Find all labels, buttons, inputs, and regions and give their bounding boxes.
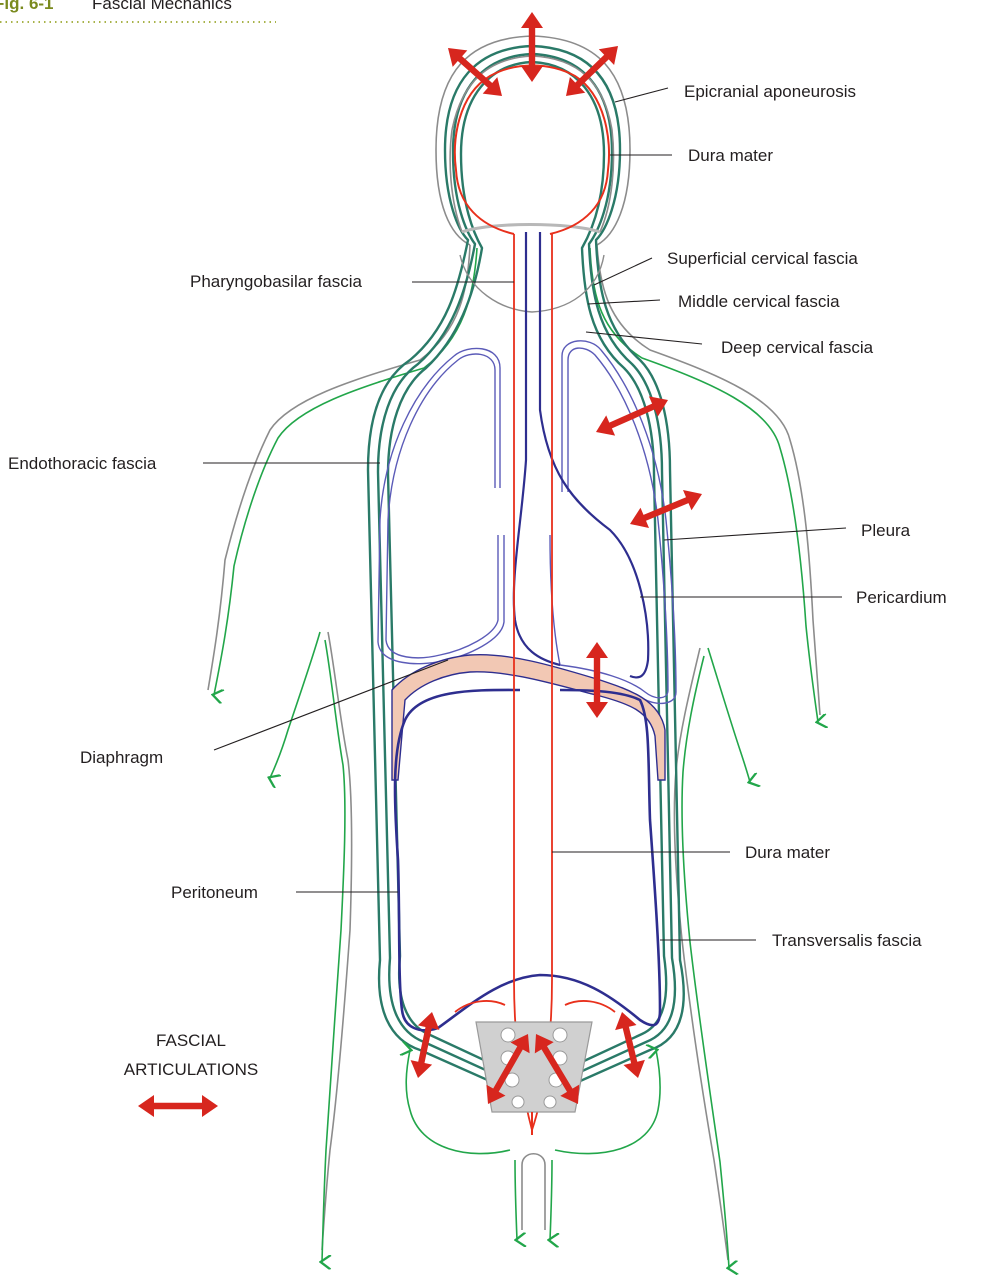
legend: FASCIAL ARTICULATIONS — [124, 1031, 258, 1117]
dura-left-line — [514, 234, 532, 1130]
skull-base-band — [462, 225, 600, 233]
outer-grey-right — [597, 245, 820, 715]
left-arm-green-b — [322, 640, 345, 1262]
mediastinal-tube-right — [540, 232, 648, 677]
mediastinal-tube-left — [514, 232, 560, 665]
foramen — [553, 1028, 567, 1042]
articulation-double-arrow — [411, 1012, 440, 1078]
envelope-middle — [378, 54, 675, 1082]
fascial-envelope — [368, 46, 684, 1090]
foramen — [501, 1028, 515, 1042]
figure-title: Fascial Mechanics — [92, 0, 232, 13]
diaphragm-band — [392, 655, 665, 780]
diaphragm-group — [392, 655, 665, 780]
left-arm-green-a — [270, 632, 320, 778]
label-diaphragm: Diaphragm — [80, 748, 163, 767]
label-pericardium: Pericardium — [856, 588, 947, 607]
label-transversalis-fascia: Transversalis fascia — [772, 931, 922, 950]
leg-inner-right — [550, 1160, 552, 1240]
pericardium-group — [514, 232, 648, 677]
foramen — [512, 1096, 524, 1108]
leg-inner-left — [515, 1160, 517, 1240]
right-arm-green-b — [682, 656, 729, 1268]
figure-heading: Fig. 6-1 Fascial Mechanics — [0, 0, 276, 22]
leader-pleura — [664, 528, 846, 540]
right-arm-green-a — [708, 648, 750, 782]
label-pharyngobasilar-fascia: Pharyngobasilar fascia — [190, 272, 363, 291]
label-superficial-cervical-fascia: Superficial cervical fascia — [667, 249, 858, 268]
sacral-nerve-right — [565, 1001, 615, 1012]
label-middle-cervical-fascia: Middle cervical fascia — [678, 292, 840, 311]
figure-number: Fig. 6-1 — [0, 0, 54, 13]
leg-inner-grey — [522, 1154, 545, 1230]
epicranial-grey — [450, 56, 613, 232]
peritoneum-outline — [395, 690, 660, 1030]
outer-green-right — [590, 248, 818, 722]
label-pleura: Pleura — [861, 521, 911, 540]
articulation-double-arrow — [138, 1095, 218, 1117]
label-endothoracic-fascia: Endothoracic fascia — [8, 454, 157, 473]
right-pleura-outer — [550, 348, 668, 698]
label-dura-mater-top: Dura mater — [688, 146, 773, 165]
label-dura-mater-lower: Dura mater — [745, 843, 830, 862]
legend-line-2: ARTICULATIONS — [124, 1060, 258, 1079]
label-deep-cervical-fascia: Deep cervical fascia — [721, 338, 874, 357]
outer-green-left — [214, 248, 477, 695]
foramen — [544, 1096, 556, 1108]
left-pleura-inner — [378, 348, 504, 663]
leader-diaphragm — [214, 660, 448, 750]
double-arrow-icon — [138, 1095, 218, 1117]
labels: Epicranial aponeurosis Dura mater Pharyn… — [8, 82, 947, 950]
sacrum — [476, 1022, 592, 1135]
label-peritoneum: Peritoneum — [171, 883, 258, 902]
legend-line-1: FASCIAL — [156, 1031, 226, 1050]
label-epicranial-aponeurosis: Epicranial aponeurosis — [684, 82, 856, 101]
envelope-inner — [388, 62, 666, 1074]
envelope-outer — [368, 46, 684, 1090]
peritoneum-group — [395, 690, 660, 1030]
